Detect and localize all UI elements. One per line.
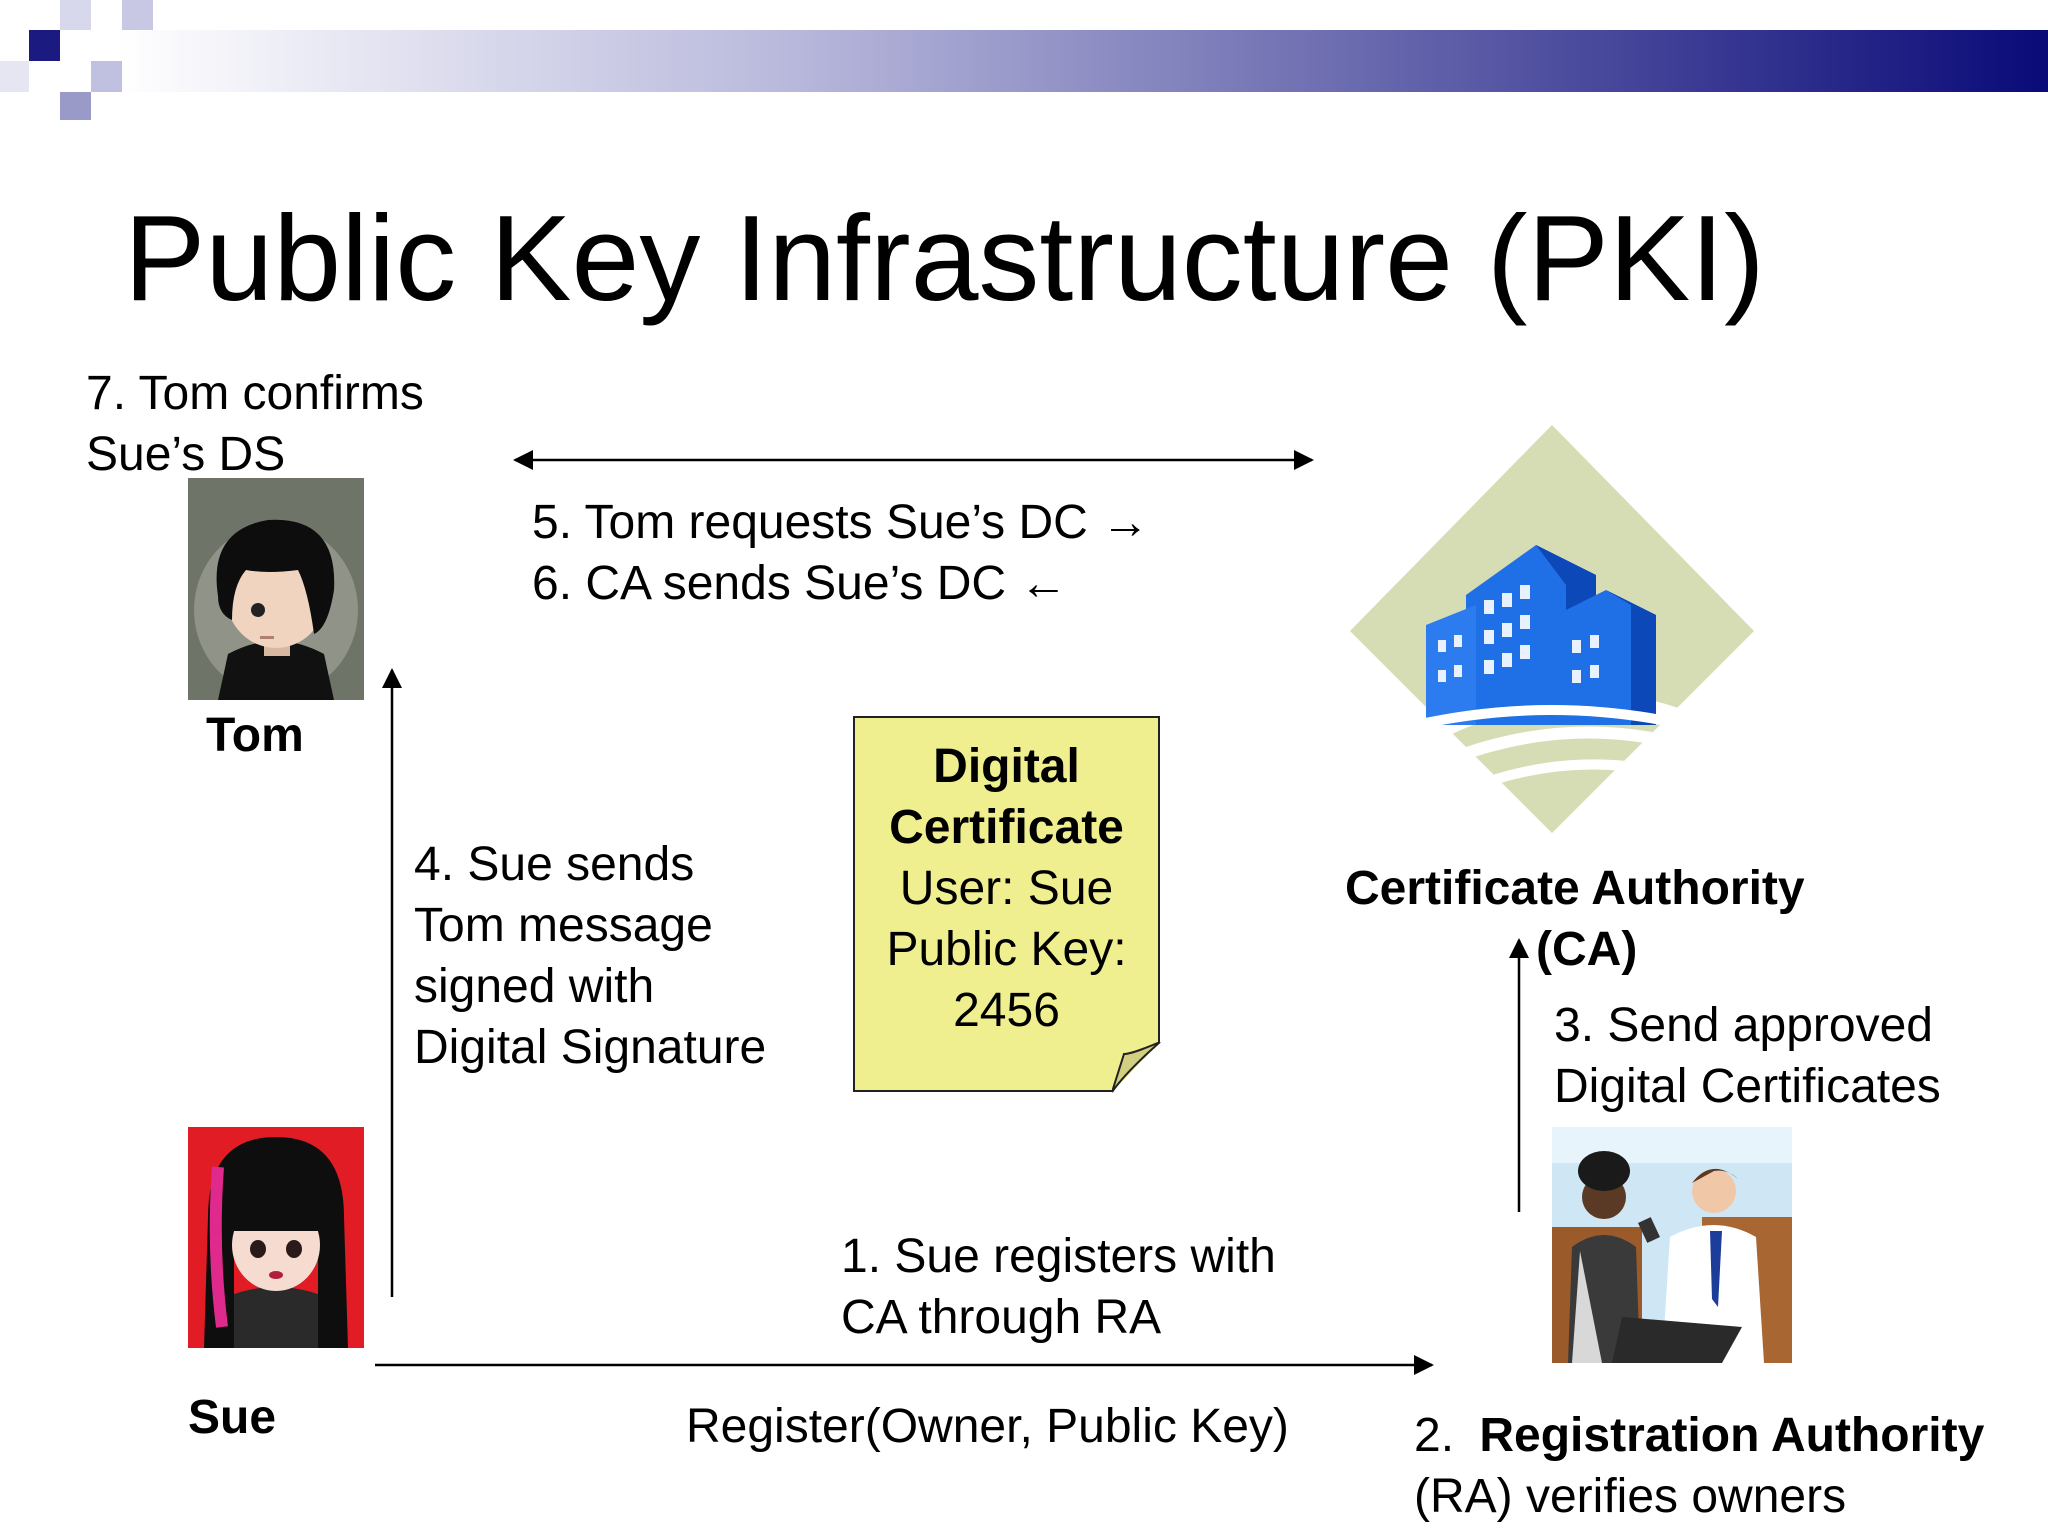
- header-banner: [0, 0, 2048, 120]
- certificate-heading-line1: Digital: [933, 740, 1080, 793]
- banner-square: [91, 61, 122, 92]
- step5-label: 5. Tom requests Sue’s DC →: [532, 496, 1150, 549]
- tom-label: Tom: [206, 709, 304, 762]
- step2-line2: (RA) verifies owners: [1414, 1470, 1847, 1523]
- banner-square: [60, 0, 91, 30]
- step1-line1: 1. Sue registers with: [841, 1230, 1276, 1283]
- step2-prefix: 2.: [1414, 1409, 1455, 1462]
- step4-line2: Tom message: [414, 899, 713, 952]
- ca-label-line2: (CA): [1536, 923, 1638, 976]
- register-call-label: Register(Owner, Public Key): [686, 1400, 1289, 1453]
- certificate-page-curl: [1112, 1042, 1161, 1093]
- step1-line2: CA through RA: [841, 1291, 1162, 1344]
- banner-bar: [118, 30, 2048, 92]
- certificate-key-value: 2456: [953, 984, 1060, 1037]
- step4-line1: 4. Sue sends: [414, 838, 695, 891]
- step2-registration-authority: Registration Authority: [1479, 1409, 1985, 1462]
- certificate-heading-line2: Certificate: [889, 801, 1124, 854]
- ca-label-line1: Certificate Authority: [1345, 862, 1805, 915]
- banner-square: [0, 61, 29, 92]
- step7-line1: 7. Tom confirms: [86, 367, 424, 420]
- step4-line3: signed with: [414, 960, 655, 1013]
- sue-label: Sue: [188, 1391, 277, 1444]
- sue-avatar-icon: [188, 1127, 364, 1348]
- tom-avatar-icon: [188, 478, 364, 700]
- ca-building-icon: [1350, 425, 1754, 833]
- step3-line2: Digital Certificates: [1554, 1060, 1941, 1113]
- digital-certificate: Digital Certificate User: Sue Public Key…: [853, 716, 1160, 1092]
- step2-line1: 2. Registration Authority: [1414, 1405, 1984, 1466]
- step3-line1: 3. Send approved: [1554, 999, 1933, 1052]
- banner-square: [122, 0, 153, 30]
- certificate-user: User: Sue: [899, 862, 1114, 915]
- step6-label: 6. CA sends Sue’s DC ←: [532, 557, 1068, 610]
- banner-square: [29, 30, 60, 61]
- ra-people-icon: [1552, 1127, 1792, 1363]
- certificate-key-label: Public Key:: [886, 923, 1127, 976]
- banner-square: [60, 92, 91, 120]
- slide-title: Public Key Infrastructure (PKI): [124, 190, 1765, 326]
- step7-line2: Sue’s DS: [86, 428, 286, 481]
- step4-line4: Digital Signature: [414, 1021, 767, 1074]
